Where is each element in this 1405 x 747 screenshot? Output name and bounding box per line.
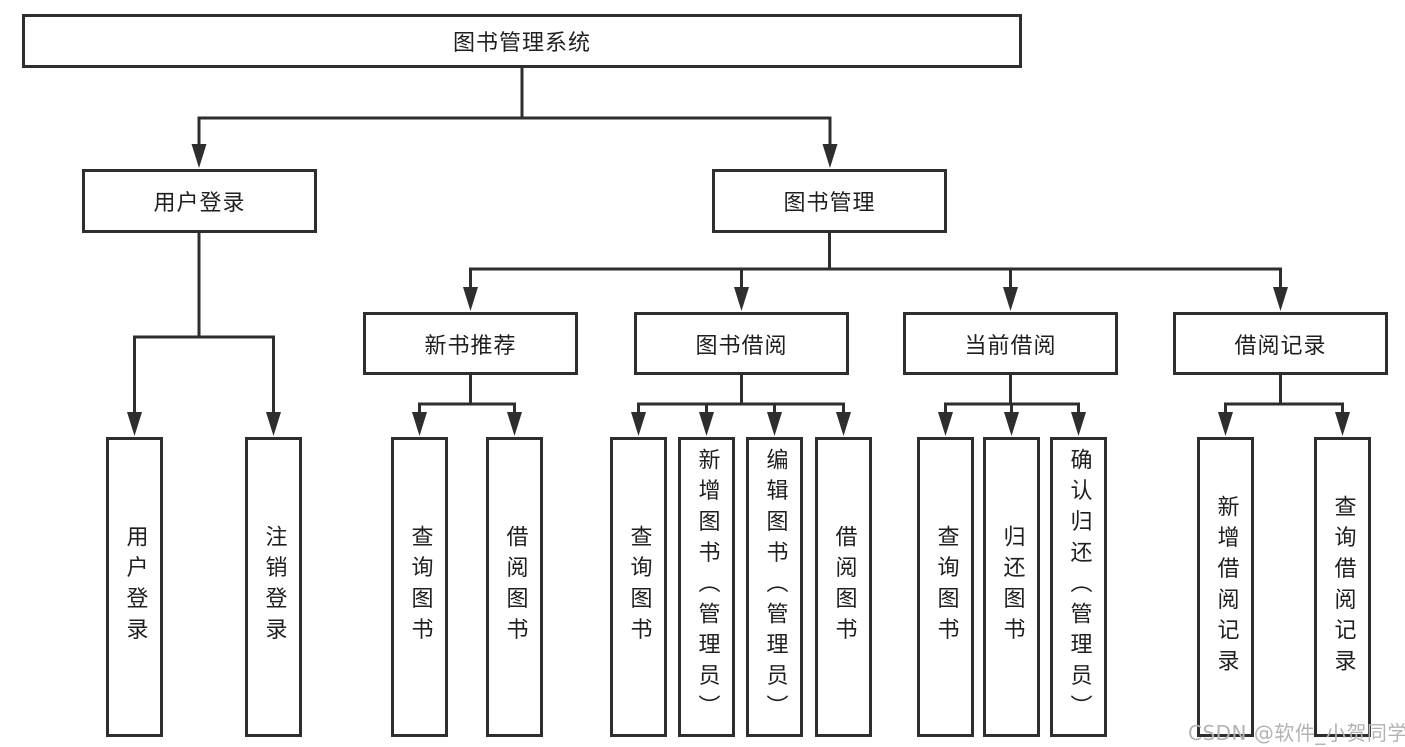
connector-borrow-record-children (1218, 375, 1350, 436)
node-book-management: 图书管理 (712, 169, 947, 233)
node-new-book-recommend: 新书推荐 (363, 312, 578, 375)
node-user-login: 用户登录 (82, 169, 317, 233)
leaf-return-books: 归还图书 (983, 437, 1040, 737)
leaf-edit-books-admin: 编辑图书（管理员） (746, 437, 803, 737)
csdn-watermark: CSDN @软件_小贺同学 (1188, 721, 1405, 745)
node-book-borrow: 图书借阅 (634, 312, 849, 375)
leaf-query-books-2: 查询图书 (610, 437, 667, 737)
connector-book-borrow-children (631, 375, 851, 436)
connector-current-borrow-children (938, 375, 1086, 436)
leaf-add-books-admin: 新增图书（管理员） (678, 437, 735, 737)
node-borrow-record: 借阅记录 (1173, 312, 1388, 375)
connector-new-book-children (412, 375, 522, 436)
leaf-borrow-books-2: 借阅图书 (815, 437, 872, 737)
leaf-logout: 注销登录 (245, 437, 302, 737)
leaf-add-borrow-record: 新增借阅记录 (1197, 437, 1254, 737)
leaf-borrow-books-1: 借阅图书 (486, 437, 543, 737)
connector-book-management-to-level3 (463, 233, 1288, 311)
connector-user-login-children (127, 233, 281, 436)
connector-root-to-level2 (191, 67, 838, 168)
leaf-query-books-3: 查询图书 (917, 437, 974, 737)
node-library-system-root: 图书管理系统 (22, 14, 1022, 68)
leaf-user-login: 用户登录 (106, 437, 163, 737)
leaf-query-borrow-record: 查询借阅记录 (1314, 437, 1371, 737)
leaf-query-books-1: 查询图书 (391, 437, 448, 737)
leaf-confirm-return-admin: 确认归还（管理员） (1050, 437, 1107, 737)
node-current-borrow: 当前借阅 (903, 312, 1118, 375)
